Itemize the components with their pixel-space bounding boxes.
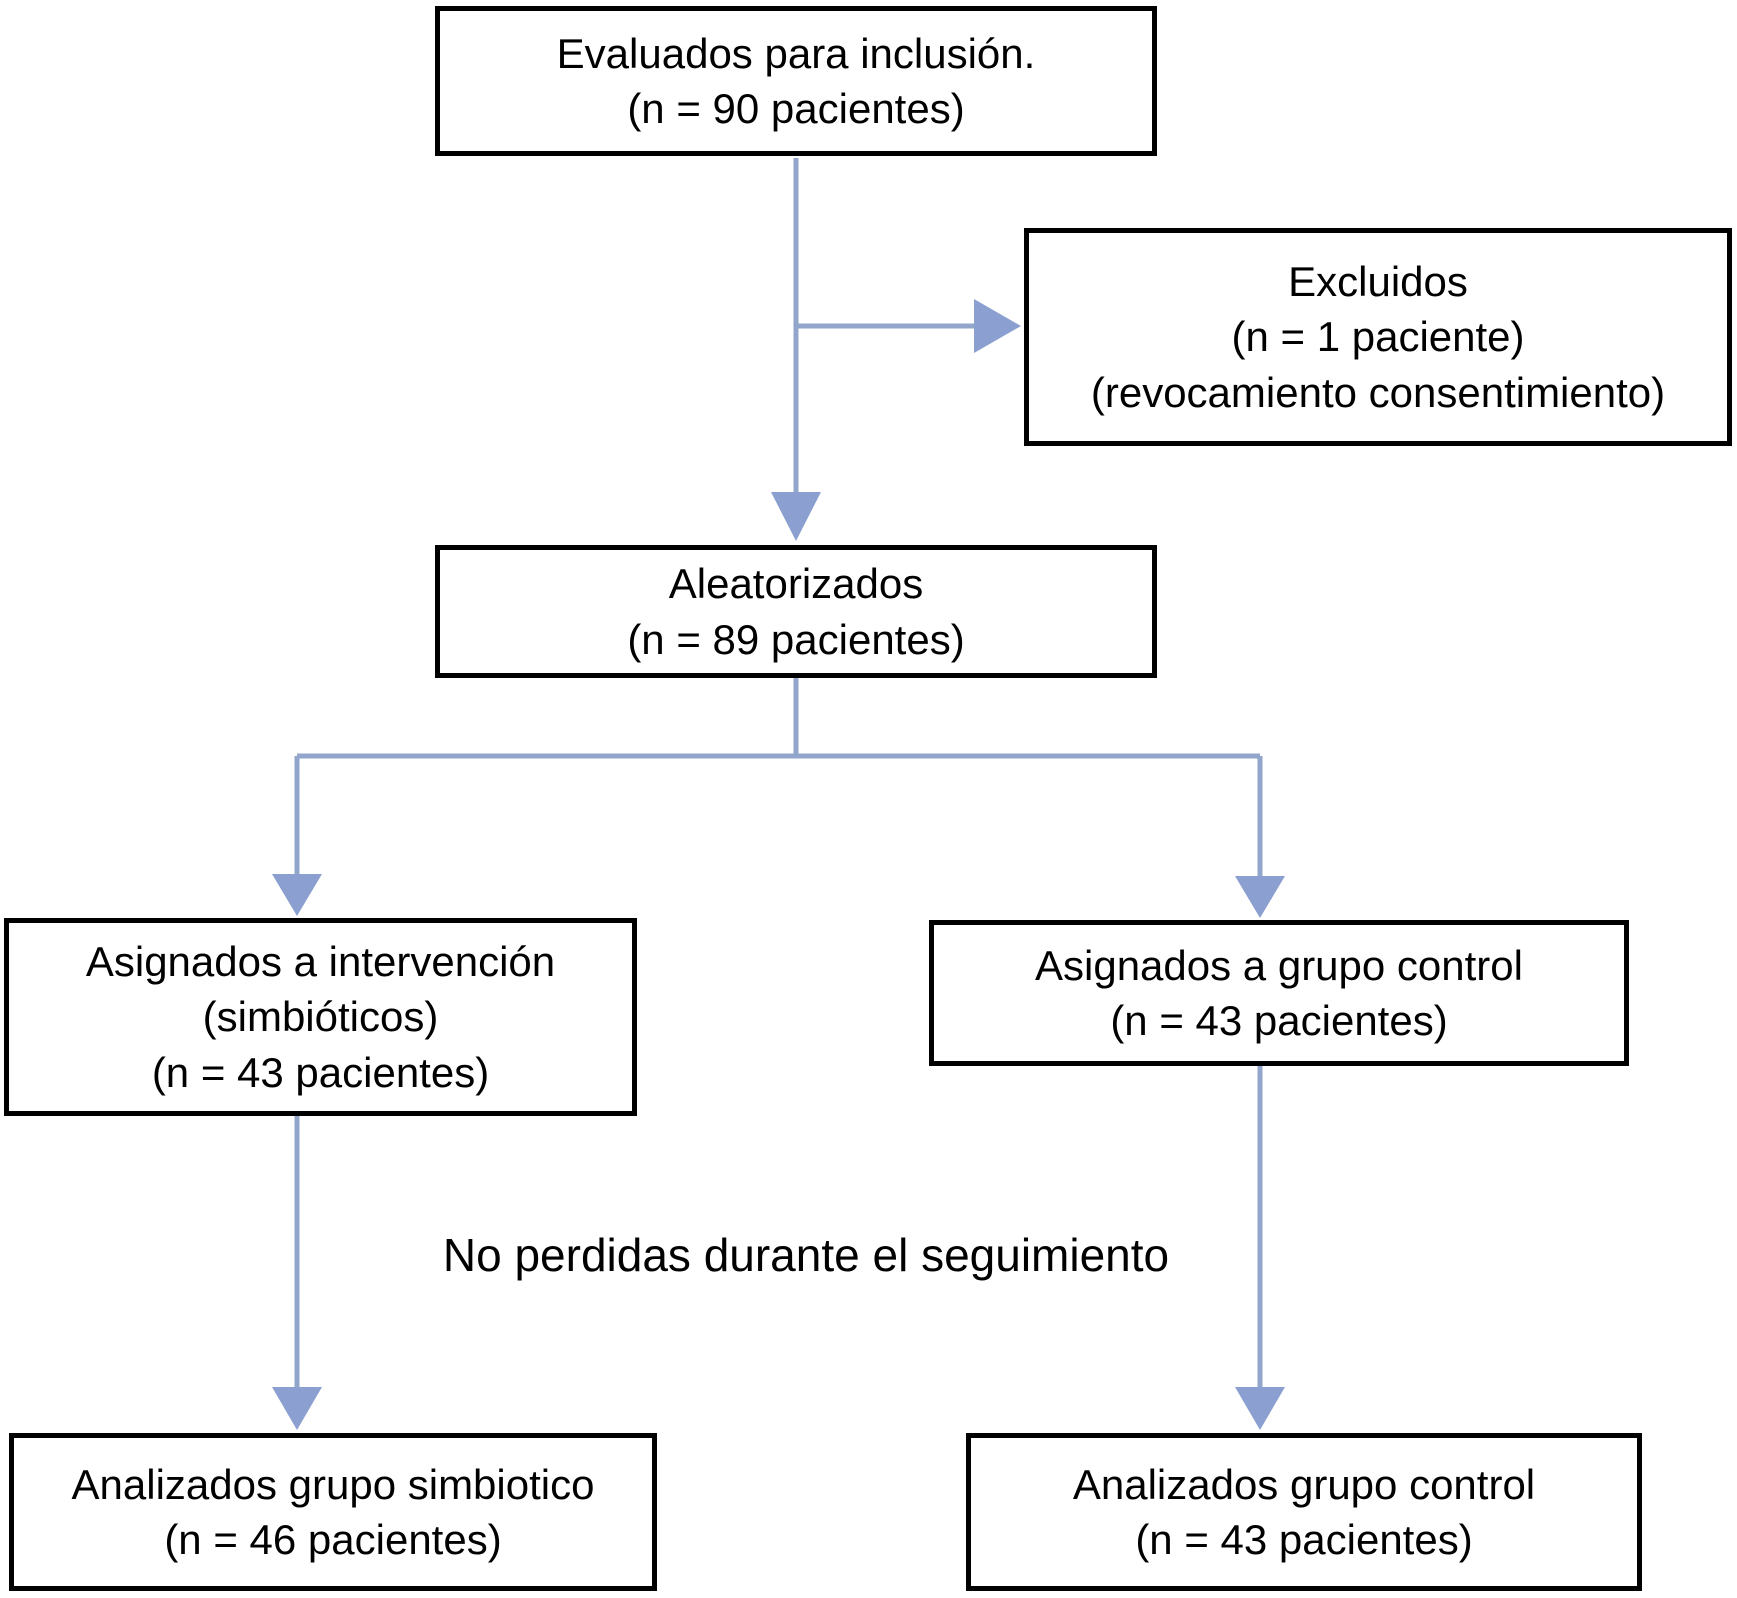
node-text-line: Aleatorizados — [668, 560, 924, 608]
node-text-line: (n = 46 pacientes) — [164, 1516, 502, 1563]
node-text-line: (n = 90 pacientes) — [627, 85, 965, 132]
arrow-to-excluidos-head — [974, 299, 1021, 353]
arrow-to-intervencion-head — [272, 874, 322, 916]
arrow-evaluados-to-aleatorizados-head — [771, 492, 821, 541]
node-analizados-grupo-control: Analizados grupo control (n = 43 pacient… — [966, 1433, 1642, 1591]
node-text-line: Analizados grupo control — [1072, 1460, 1536, 1508]
node-asignados-grupo-control: Asignados a grupo control (n = 43 pacien… — [929, 920, 1629, 1066]
node-text-line: Analizados grupo simbiotico — [71, 1460, 595, 1508]
node-analizados-grupo-simbiotico: Analizados grupo simbiotico (n = 46 paci… — [9, 1433, 657, 1591]
node-evaluados-para-inclusion: Evaluados para inclusión. (n = 90 pacien… — [435, 6, 1157, 156]
node-text-line: (n = 43 pacientes) — [1110, 997, 1448, 1044]
node-text-line: (simbióticos) — [202, 993, 439, 1041]
arrow-to-analizados-control-head — [1235, 1387, 1285, 1430]
node-text-line: (n = 43 pacientes) — [1135, 1516, 1473, 1563]
node-text-line: (n = 1 paciente) — [1231, 313, 1525, 361]
node-text-line: Evaluados para inclusión. — [556, 29, 1036, 77]
node-excluidos: Excluidos (n = 1 paciente) (revocamiento… — [1024, 228, 1732, 446]
node-text-line: (n = 43 pacientes) — [151, 1048, 490, 1096]
node-aleatorizados: Aleatorizados (n = 89 pacientes) — [435, 545, 1157, 678]
followup-note: No perdidas durante el seguimiento — [442, 1229, 1170, 1281]
node-text-line: Asignados a grupo control — [1035, 941, 1523, 989]
node-text-line: (n = 89 pacientes) — [627, 615, 965, 663]
node-text-line: Excluidos — [1288, 257, 1468, 305]
arrow-to-control-head — [1235, 876, 1285, 918]
node-text-line: Asignados a intervención — [85, 937, 556, 985]
arrow-to-analizados-simbiotico-head — [272, 1387, 322, 1430]
node-text-line: (revocamiento consentimiento) — [1090, 368, 1666, 416]
node-asignados-intervencion: Asignados a intervención (simbióticos) (… — [4, 918, 637, 1116]
